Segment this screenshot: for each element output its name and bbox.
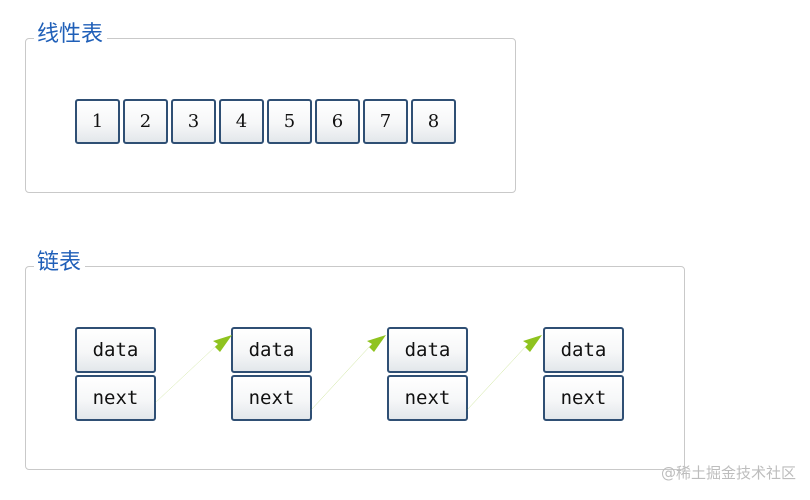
- node-next-field: next: [231, 375, 312, 421]
- node-data-field: data: [75, 327, 156, 373]
- array-cell: 5: [267, 99, 312, 144]
- array-cell: 3: [171, 99, 216, 144]
- node-next-field: next: [543, 375, 624, 421]
- node-next-field: next: [75, 375, 156, 421]
- watermark: @稀土掘金技术社区: [660, 464, 796, 482]
- array-cell: 4: [219, 99, 264, 144]
- node-data-field: data: [543, 327, 624, 373]
- node-data-field: data: [231, 327, 312, 373]
- node-next-field: next: [387, 375, 468, 421]
- linked-list-group: 链表: [25, 250, 685, 470]
- array-cell: 6: [315, 99, 360, 144]
- next-pointer-arrow: [154, 335, 232, 404]
- node-data-field: data: [387, 327, 468, 373]
- array-group: 线性表: [25, 22, 516, 193]
- array-cell: 2: [123, 99, 168, 144]
- next-pointer-arrow: [310, 335, 386, 411]
- linked-list-group-title: 链表: [34, 250, 86, 276]
- array-group-title: 线性表: [34, 22, 108, 48]
- array-cell: 7: [363, 99, 408, 144]
- next-pointer-arrow: [466, 335, 542, 411]
- array-cell: 8: [411, 99, 456, 144]
- array-cell: 1: [75, 99, 120, 144]
